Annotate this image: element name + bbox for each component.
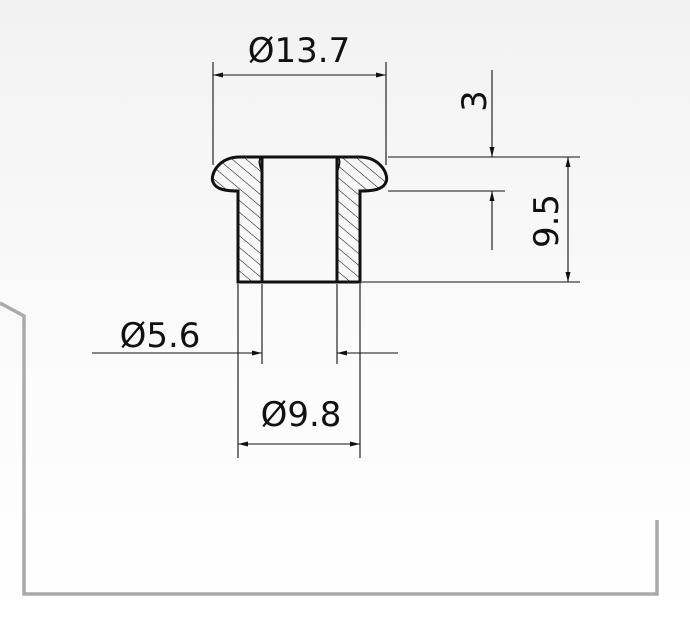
dimension-lines [92, 62, 580, 458]
right-section-hatch [335, 155, 389, 284]
total-height-label: 9.5 [527, 194, 567, 248]
left-section-hatch [210, 155, 264, 284]
bushing-section [210, 155, 389, 284]
sheet-frame [0, 301, 659, 596]
outer-diameter-label: Ø9.8 [261, 395, 342, 435]
inner-diameter-label: Ø5.6 [120, 316, 201, 356]
flange-height-label: 3 [455, 90, 495, 112]
flange-diameter-label: Ø13.7 [248, 31, 350, 71]
